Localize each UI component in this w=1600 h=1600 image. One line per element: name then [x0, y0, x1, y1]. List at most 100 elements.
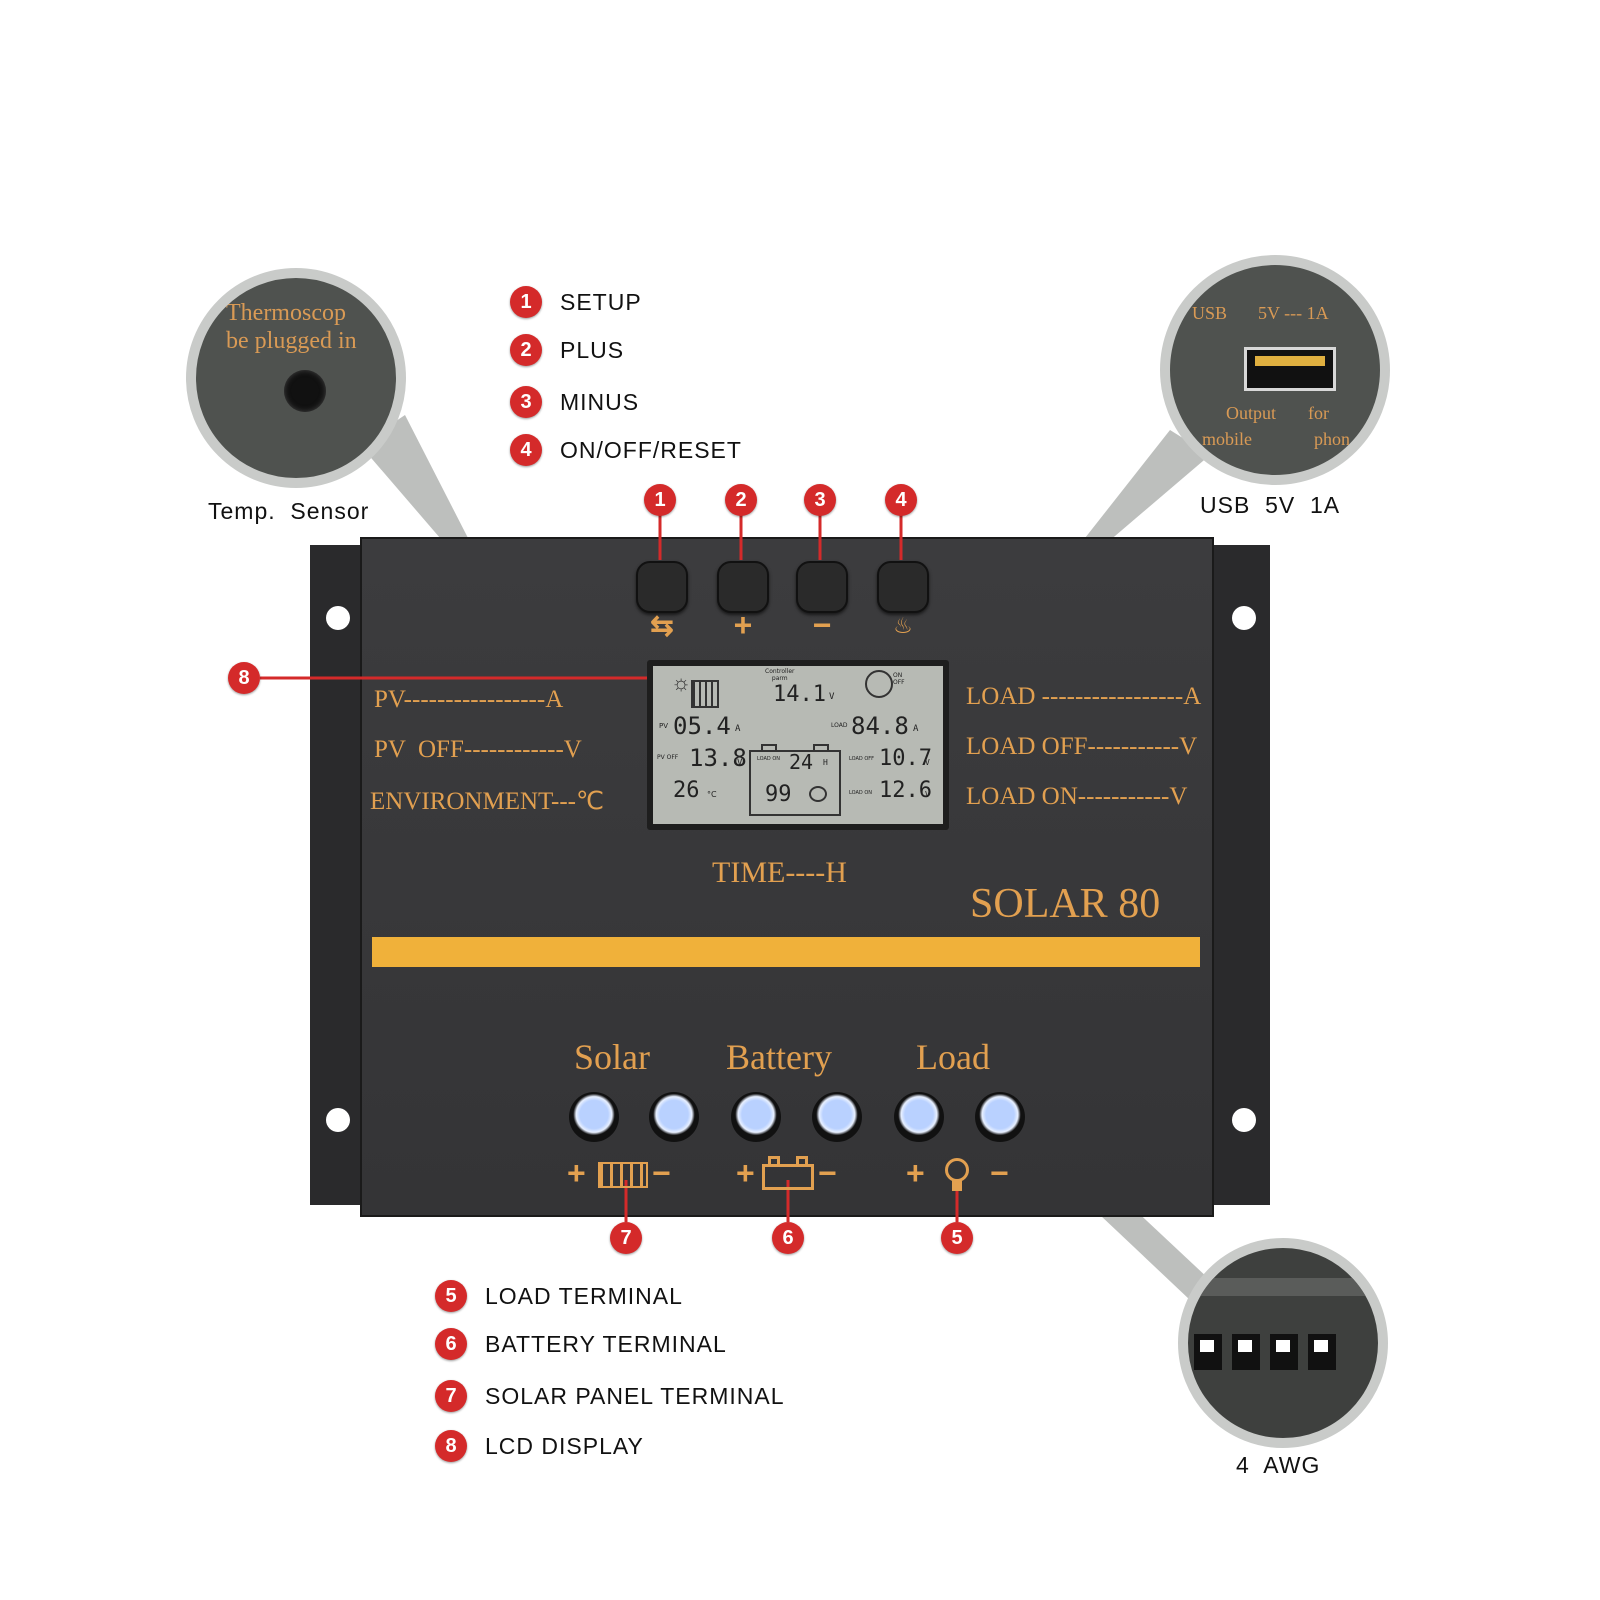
- legend-label: ON/OFF/RESET: [560, 436, 742, 463]
- awg-pointer: [1100, 1205, 1210, 1300]
- usb-caption: USB 5V 1A: [1200, 492, 1341, 518]
- lcd-loadon-label-2: LOAD ON: [849, 790, 872, 796]
- lcd-time-unit: H: [823, 758, 828, 767]
- legend-item-lcd-display: 8 LCD DISPLAY: [435, 1430, 644, 1462]
- load-minus-screw[interactable]: [975, 1092, 1025, 1142]
- usb-text-output: Output: [1226, 403, 1277, 423]
- legend-item-load-terminal: 5 LOAD TERMINAL: [435, 1280, 683, 1312]
- terminal-slot-icon: [1194, 1334, 1222, 1370]
- lcd-unit: V: [829, 692, 835, 702]
- legend-item-minus: 3 MINUS: [510, 386, 639, 418]
- callout-5: 5: [941, 1222, 973, 1254]
- load-label: LOAD -----------------A: [966, 683, 1202, 710]
- load-plus-sign: +: [906, 1155, 925, 1191]
- awg-caption: 4 AWG: [1236, 1452, 1321, 1478]
- solar-plus-screw[interactable]: [569, 1092, 619, 1142]
- accent-stripe: [372, 937, 1200, 967]
- usb-text-rating: 5V --- 1A: [1258, 303, 1329, 323]
- usb-pointer: [1085, 430, 1210, 542]
- lcd-unit: A: [913, 724, 919, 734]
- marker-7: 7: [435, 1380, 467, 1412]
- usb-text-usb: USB: [1192, 303, 1228, 323]
- lcd-controller-label: Controller parm: [765, 668, 795, 682]
- plus-icon: +: [733, 607, 753, 643]
- usb-text-for: for: [1308, 403, 1329, 423]
- legend-label: BATTERY TERMINAL: [485, 1330, 727, 1357]
- battery-plus-sign: +: [736, 1155, 755, 1191]
- lcd-battery-percent: 99: [765, 782, 792, 807]
- mount-hole-tl: [326, 606, 350, 630]
- legend-label: SOLAR PANEL TERMINAL: [485, 1382, 785, 1409]
- usb-text-phone: phon: [1314, 429, 1350, 449]
- battery-status-icon: [809, 786, 827, 802]
- onoff-reset-button[interactable]: [877, 561, 929, 613]
- sun-icon: ☼: [671, 670, 692, 695]
- lcd-load-label: LOAD: [831, 722, 848, 729]
- callout-3: 3: [804, 484, 836, 516]
- marker-5: 5: [435, 1280, 467, 1312]
- lcd-unit: V: [737, 758, 743, 768]
- solar-minus-sign: −: [652, 1155, 671, 1191]
- lcd-loadon-voltage: 12.6: [879, 778, 932, 803]
- marker-2: 2: [510, 334, 542, 366]
- setup-arrows-icon: ⇆: [650, 610, 674, 641]
- legend-item-solar-terminal: 7 SOLAR PANEL TERMINAL: [435, 1380, 785, 1412]
- lcd-unit: V: [925, 790, 930, 799]
- legend-item-plus: 2 PLUS: [510, 334, 624, 366]
- lcd-pvoff-voltage: 13.8: [689, 744, 747, 772]
- mount-hole-br: [1232, 1108, 1256, 1132]
- pv-label: PV-----------------A: [374, 686, 564, 713]
- setup-button[interactable]: [636, 561, 688, 613]
- controller-panel: [360, 537, 1214, 1217]
- marker-6: 6: [435, 1328, 467, 1360]
- lcd-pvoff-label: PV OFF: [657, 754, 679, 761]
- legend-item-battery-terminal: 6 BATTERY TERMINAL: [435, 1328, 727, 1360]
- callout-8: 8: [228, 662, 260, 694]
- lcd-temperature: 26: [673, 778, 700, 803]
- solar-terminal-label: Solar: [574, 1037, 650, 1077]
- load-plus-screw[interactable]: [894, 1092, 944, 1142]
- callout-4: 4: [885, 484, 917, 516]
- bulb-icon: [945, 1158, 969, 1182]
- solar-plus-sign: +: [567, 1155, 586, 1191]
- solar-panel-icon: [598, 1162, 648, 1188]
- callout-2: 2: [725, 484, 757, 516]
- solar-minus-screw[interactable]: [649, 1092, 699, 1142]
- legend-label: PLUS: [560, 336, 625, 363]
- battery-plus-screw[interactable]: [731, 1092, 781, 1142]
- minus-icon: −: [812, 607, 832, 643]
- sensor-jack-icon: [284, 370, 326, 412]
- marker-8: 8: [435, 1430, 467, 1462]
- lcd-pv-label: PV: [659, 722, 669, 730]
- callout-7: 7: [610, 1222, 642, 1254]
- terminal-slot-icon: [1308, 1334, 1336, 1370]
- battery-minus-screw[interactable]: [812, 1092, 862, 1142]
- load-terminal-label: Load: [916, 1037, 990, 1077]
- lcd-unit: V: [925, 758, 930, 767]
- model-name: SOLAR 80: [970, 881, 1161, 927]
- load-on-label: LOAD ON-----------V: [966, 783, 1188, 810]
- lcd-pv-current: 05.4: [673, 712, 731, 740]
- minus-button[interactable]: [796, 561, 848, 613]
- load-minus-sign: −: [990, 1155, 1009, 1191]
- plus-button[interactable]: [717, 561, 769, 613]
- power-icon: ♨: [893, 613, 913, 638]
- legend-item-setup: 1 SETUP: [510, 286, 642, 318]
- usb-port-icon: [1244, 347, 1336, 391]
- battery-minus-sign: −: [818, 1155, 837, 1191]
- marker-1: 1: [510, 286, 542, 318]
- legend-label: LCD DISPLAY: [485, 1432, 644, 1459]
- mount-hole-tr: [1232, 606, 1256, 630]
- thermo-text-2: be plugged in: [226, 328, 357, 354]
- terminal-slot-icon: [1232, 1334, 1260, 1370]
- marker-4: 4: [510, 434, 542, 466]
- load-off-label: LOAD OFF-----------V: [966, 733, 1198, 760]
- solar-panel-icon: [691, 680, 719, 708]
- lcd-load-current: 84.8: [851, 712, 909, 740]
- lcd-loadon-label: LOAD ON: [757, 756, 780, 762]
- battery-icon: [749, 750, 841, 816]
- environment-label: ENVIRONMENT---℃: [370, 788, 605, 815]
- lcd-display: ☼ Controller parm 14.1 V ON OFF PV 05.4 …: [653, 666, 943, 824]
- temp-sensor-inset: Thermoscop be plugged in: [186, 268, 406, 488]
